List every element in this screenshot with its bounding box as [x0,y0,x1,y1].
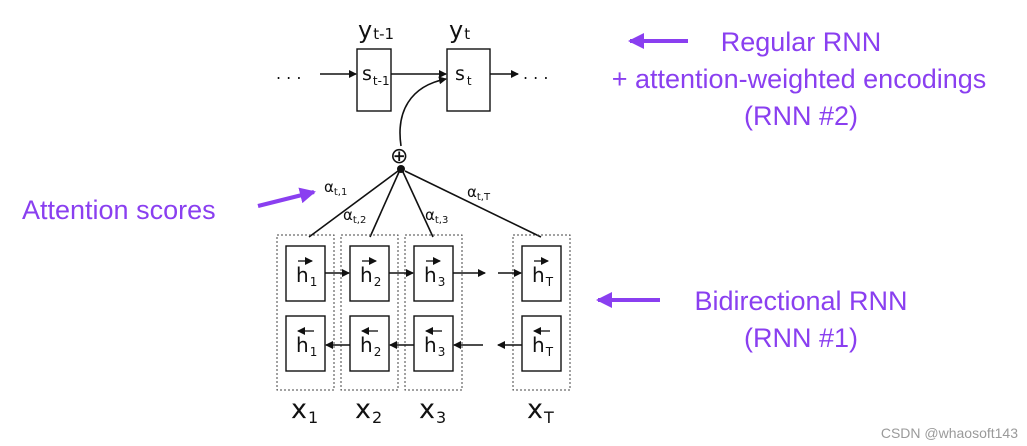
backward-state-box [349,315,390,372]
bidirectional-rnn-line-2: (RNN #1) [744,323,858,353]
forward-state-box [521,245,562,302]
forward-state-label: h3 [424,263,445,289]
weight-label-1: αt,1 [324,178,347,198]
output-label-t: yt [449,16,470,44]
decoder-state-box-t-1 [356,48,392,112]
decoder-state-sub-t-1: t-1 [373,74,390,88]
forward-state-box [349,245,390,302]
continuation-dots-right: . . . [523,64,548,83]
context-group: ⊕ αt,1 αt,2 αt,3 αt,T [308,76,542,238]
backward-state-label: hT [532,333,554,359]
input-token-label: xT [527,394,554,427]
output-sub-t-1: t-1 [373,25,394,43]
backward-state-box [413,315,454,372]
context-curve-to-s-t [399,76,447,147]
weight-label-3: αt,3 [425,206,448,226]
annotation-attention-scores: Attention scores [22,187,316,225]
regular-rnn-line-1: Regular RNN [721,27,882,57]
output-sub-t: t [464,25,470,43]
decoder-state-base-t: s [455,63,465,85]
weight-line-1 [308,170,399,238]
forward-state-label: h2 [360,263,381,289]
bidirectional-rnn-line-1: Bidirectional RNN [694,286,907,316]
decoder-state-base-t-1: s [362,63,372,85]
weight-line-T [404,170,542,238]
backward-state-box [521,315,562,372]
weights-junction [397,165,405,173]
encoder-column-1: h1 h1 x1 [276,234,335,427]
output-base-t: y [449,16,463,44]
backward-state-label: h2 [360,333,381,359]
arrow-right-icon-attention [257,187,316,208]
forward-state-label: h1 [296,263,317,289]
weight-label-2: αt,2 [343,206,366,226]
regular-rnn-line-2: + attention-weighted encodings [612,64,987,94]
encoder-recurrent-links [325,269,522,349]
combine-symbol: ⊕ [390,144,408,169]
backward-state-box [285,315,326,372]
weight-line-2 [369,171,400,238]
input-token-label: x2 [355,394,382,427]
continuation-dots-left: . . . [276,64,301,83]
encoder-column-3: h3 h3 x3 [404,234,463,427]
output-label-t-1: yt-1 [358,16,394,44]
weight-line-3 [402,171,434,238]
encoder-column-frame [340,234,399,391]
output-base-t-1: y [358,16,372,44]
forward-state-box [285,245,326,302]
annotation-bidirectional-rnn: Bidirectional RNN (RNN #1) [596,286,908,353]
encoder-column-frame [404,234,463,391]
backward-state-label: h1 [296,333,317,359]
decoder-state-sub-t: t [467,74,472,88]
encoder-column-frame [276,234,335,391]
input-token-label: x1 [291,394,318,427]
regular-rnn-line-3: (RNN #2) [744,101,858,131]
input-token-label: x3 [419,394,446,427]
decoder-state-label-t-1: st-1 [362,63,390,88]
forward-state-label: hT [532,263,554,289]
encoder-column-2: h2 h2 x2 [340,234,399,427]
attention-scores-label: Attention scores [22,195,216,225]
encoder-group: h1 h1 x1 h2 h2 x2 h3 h3 x3 hT hT xT [276,234,571,427]
backward-state-label: h3 [424,333,445,359]
decoder-state-box-t [446,48,491,112]
encoder-column-frame [512,234,571,391]
weight-label-T: αt,T [467,183,491,203]
watermark: CSDN @whaosoft143 [881,425,1018,441]
encoder-column-4: hT hT xT [512,234,571,427]
forward-state-box [413,245,454,302]
annotation-regular-rnn: Regular RNN + attention-weighted encodin… [612,27,987,131]
